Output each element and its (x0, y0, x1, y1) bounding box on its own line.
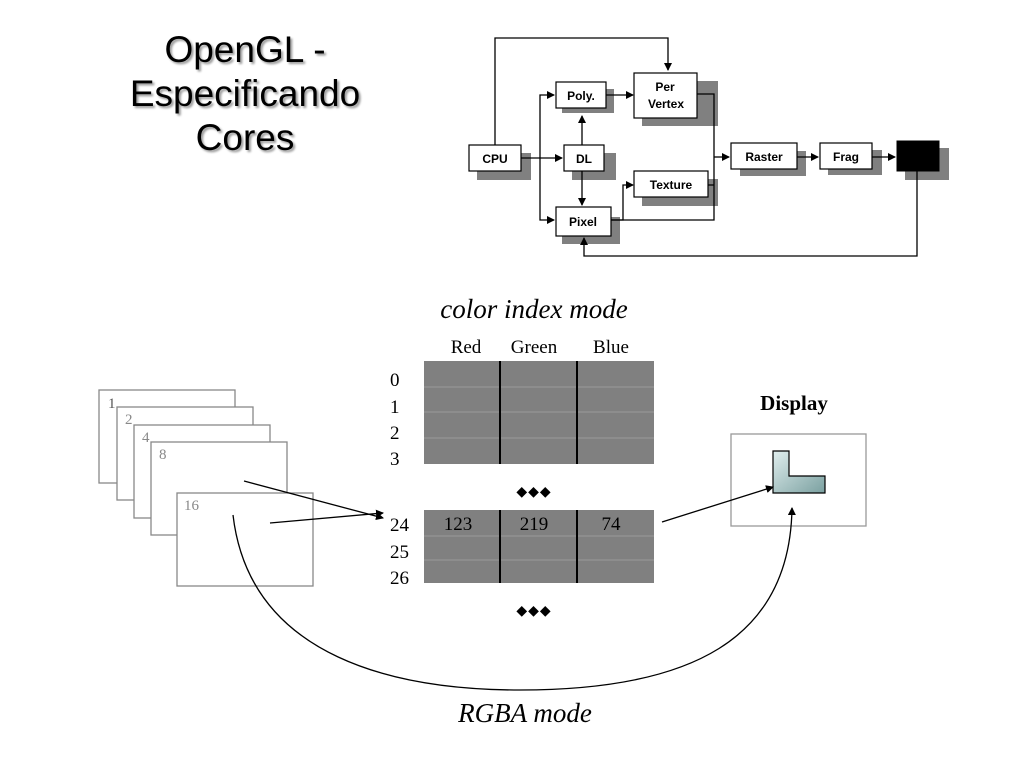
color-table-header: Red Green Blue (451, 337, 629, 358)
cpu-box (468, 144, 522, 172)
pixel-box (555, 206, 612, 237)
pipeline-wires (494, 37, 918, 257)
opengl-pipeline-diagram: CPU DL Poly. Per Vertex Texture Pixel Ra… (468, 37, 949, 257)
index-label-26: 26 (390, 568, 409, 589)
bitplane-label-2: 2 (125, 412, 133, 428)
dl-label: DL (576, 152, 592, 166)
per-vertex-label-line-2: Vertex (648, 97, 684, 111)
column-header-green: Green (511, 337, 558, 358)
index-label-3: 3 (390, 449, 400, 470)
color-table-indices-lower: 24 25 26 (390, 515, 410, 589)
texture-label: Texture (650, 178, 693, 192)
column-header-red: Red (451, 337, 482, 358)
bitplane-label-16: 16 (184, 498, 200, 514)
index-arrows (243, 480, 384, 524)
rgba-mode-label: RGBA mode (457, 698, 592, 728)
pixel-label: Pixel (569, 215, 597, 229)
display-arrows (232, 485, 796, 691)
color-table-indices-upper: 0 1 2 3 (390, 370, 400, 470)
raster-box (730, 142, 798, 170)
frag-label: Frag (833, 150, 859, 164)
display-l-shape (772, 450, 826, 494)
bitplane-label-1: 1 (108, 396, 116, 412)
bitplane-stack (98, 389, 314, 587)
index-label-25: 25 (390, 542, 409, 563)
row-24-red-value: 123 (444, 514, 473, 535)
ellipsis-lower: ◆◆◆ (516, 604, 551, 619)
index-label-0: 0 (390, 370, 400, 391)
slide-title: OpenGL - Especificando Cores (110, 28, 380, 160)
row-24-green-value: 219 (520, 514, 549, 535)
cpu-label: CPU (482, 152, 507, 166)
title-line-2: Especificando (129, 73, 361, 114)
bitplane-16 (176, 492, 314, 587)
color-table-upper (424, 361, 654, 464)
title-line-1: OpenGL - (164, 29, 326, 70)
color-table-lower (424, 510, 654, 583)
raster-label: Raster (745, 150, 783, 164)
column-header-blue: Blue (593, 337, 629, 358)
index-label-2: 2 (390, 423, 400, 444)
per-vertex-box (633, 72, 698, 119)
color-index-mode-label: color index mode (440, 294, 627, 324)
display-label: Display (760, 391, 828, 415)
bitplane-label-8: 8 (159, 447, 167, 463)
bitplane-label-4: 4 (142, 430, 150, 446)
framebuffer-box (896, 140, 940, 172)
poly-label: Poly. (567, 89, 595, 103)
title-line-3: Cores (195, 117, 295, 158)
dl-box (563, 144, 605, 172)
texture-box (633, 170, 709, 198)
frag-box (819, 142, 873, 170)
poly-box (555, 81, 607, 109)
row-24-values: 123 219 74 (444, 514, 621, 535)
index-label-1: 1 (390, 397, 400, 418)
row-24-blue-value: 74 (602, 514, 622, 535)
ellipsis-upper: ◆◆◆ (516, 485, 551, 500)
per-vertex-label-line-1: Per (655, 80, 675, 94)
index-label-24: 24 (390, 515, 410, 536)
